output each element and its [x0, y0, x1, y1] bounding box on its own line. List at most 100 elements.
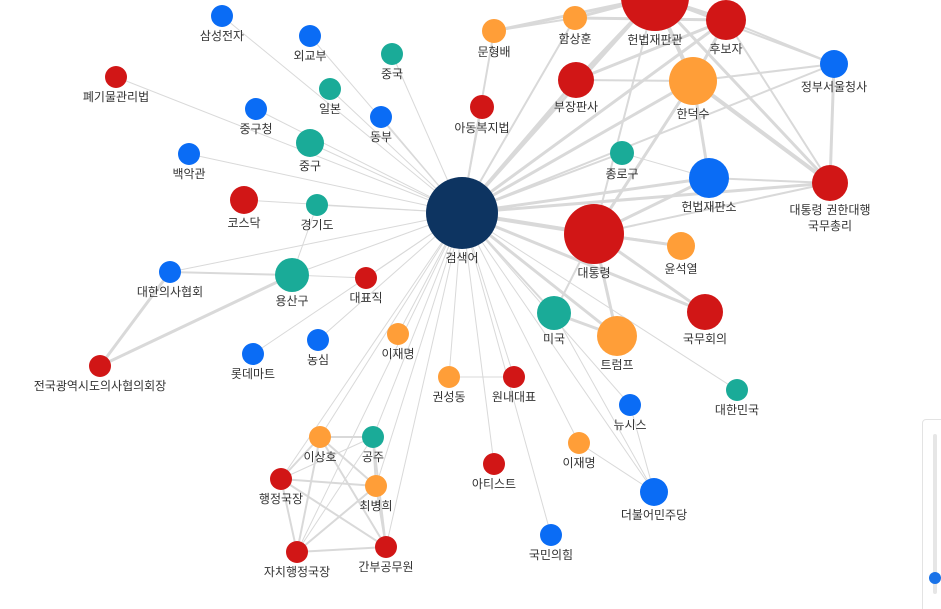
graph-node[interactable] — [564, 204, 624, 264]
zoom-slider-track[interactable] — [933, 434, 937, 594]
graph-node-label: 롯데마트 — [231, 367, 275, 381]
graph-node[interactable] — [438, 366, 460, 388]
graph-node-label: 헌법재판관 — [627, 33, 682, 47]
graph-node-label: 최병희 — [359, 499, 392, 513]
graph-edge — [593, 182, 831, 235]
graph-node[interactable] — [159, 261, 181, 283]
graph-node[interactable] — [820, 50, 848, 78]
graph-node-label: 윤석열 — [664, 262, 697, 276]
graph-node[interactable] — [296, 129, 324, 157]
graph-node-label: 더불어민주당 — [621, 508, 687, 522]
graph-node[interactable] — [667, 232, 695, 260]
graph-node[interactable] — [375, 536, 397, 558]
graph-node-label: 전국광역시도의사협의회장 — [34, 379, 166, 393]
graph-node[interactable] — [178, 143, 200, 165]
graph-edge — [255, 108, 463, 214]
graph-edge — [655, 0, 832, 185]
graph-node-label: 뉴시스 — [613, 418, 646, 432]
graph-node[interactable] — [286, 541, 308, 563]
graph-node[interactable] — [270, 468, 292, 490]
graph-node-label: 국무회의 — [683, 332, 727, 346]
graph-node[interactable] — [89, 355, 111, 377]
graph-edge — [592, 79, 695, 236]
graph-node-label: 국민의힘 — [529, 548, 573, 562]
graph-node[interactable] — [309, 426, 331, 448]
graph-node-label: 백악관 — [172, 167, 205, 181]
graph-node[interactable] — [706, 0, 746, 40]
graph-node[interactable] — [362, 426, 384, 448]
graph-edge — [460, 181, 832, 215]
graph-node[interactable] — [355, 267, 377, 289]
graph-node-label: 일본 — [319, 102, 341, 116]
graph-node-label: 동부 — [370, 130, 392, 144]
graph-node-label: 원내대표 — [492, 390, 536, 404]
graph-node[interactable] — [610, 141, 634, 165]
graph-node[interactable] — [211, 5, 233, 27]
graph-node[interactable] — [426, 177, 498, 249]
graph-node[interactable] — [540, 524, 562, 546]
graph-node[interactable] — [563, 6, 587, 30]
graph-node-label: 이재명 — [562, 456, 595, 470]
graph-node[interactable] — [387, 323, 409, 345]
graph-edge — [461, 212, 495, 465]
graph-edge — [708, 177, 831, 184]
graph-node-label: 권성동 — [432, 390, 465, 404]
graph-node[interactable] — [470, 95, 494, 119]
graph-node-label: 대표직 — [349, 291, 382, 305]
graph-node-label: 부장판사 — [554, 100, 598, 114]
graph-node[interactable] — [299, 25, 321, 47]
graph-node[interactable] — [558, 62, 594, 98]
graph-node[interactable] — [503, 366, 525, 388]
label-layer: 검색어헌법재판관후보자문형배함상훈한덕수부장판사아동복지법정부서울청사종로구헌법… — [34, 29, 871, 579]
graph-node-label: 검색어 — [445, 251, 478, 265]
graph-node[interactable] — [306, 194, 328, 216]
graph-node[interactable] — [537, 296, 571, 330]
graph-node[interactable] — [726, 379, 748, 401]
graph-edge — [319, 436, 377, 487]
graph-node[interactable] — [640, 478, 668, 506]
graph-node[interactable] — [307, 329, 329, 351]
graph-node-label: 공주 — [362, 450, 384, 464]
graph-edge — [372, 212, 463, 438]
graph-node[interactable] — [365, 475, 387, 497]
graph-node[interactable] — [275, 258, 309, 292]
graph-node-label: 자치행정국장 — [264, 564, 330, 579]
graph-node[interactable] — [568, 432, 590, 454]
graph-node[interactable] — [621, 0, 689, 31]
graph-edge — [461, 212, 738, 391]
graph-node[interactable] — [482, 19, 506, 43]
graph-edge — [280, 478, 298, 553]
graph-node[interactable] — [669, 57, 717, 105]
graph-edge — [461, 212, 580, 444]
graph-node-label: 외교부 — [293, 49, 326, 63]
graph-node[interactable] — [105, 66, 127, 88]
graph-node[interactable] — [370, 106, 392, 128]
graph-edge — [578, 442, 655, 493]
graph-node[interactable] — [381, 43, 403, 65]
graph-edge — [115, 76, 463, 214]
graph-node[interactable] — [483, 453, 505, 475]
graph-node-label: 중국 — [381, 67, 403, 81]
zoom-slider-handle[interactable] — [929, 572, 941, 584]
graph-node[interactable] — [687, 294, 723, 330]
graph-node[interactable] — [242, 343, 264, 365]
graph-node[interactable] — [245, 98, 267, 120]
graph-edge — [629, 404, 655, 493]
graph-node-label: 함상훈 — [558, 32, 591, 46]
graph-edge — [461, 63, 835, 214]
graph-edge — [375, 212, 463, 487]
graph-node[interactable] — [619, 394, 641, 416]
graph-node-label: 중구 — [299, 159, 321, 173]
graph-node-label: 헌법재판소 — [681, 200, 736, 214]
graph-node[interactable] — [230, 186, 258, 214]
graph-node[interactable] — [812, 165, 848, 201]
graph-node[interactable] — [319, 78, 341, 100]
graph-edge — [296, 485, 377, 553]
graph-edge — [296, 212, 463, 553]
graph-node[interactable] — [597, 316, 637, 356]
graph-node[interactable] — [689, 158, 729, 198]
graph-node-label: 아동복지법 — [454, 121, 509, 135]
graph-node-label: 정부서울청사 — [801, 80, 867, 94]
